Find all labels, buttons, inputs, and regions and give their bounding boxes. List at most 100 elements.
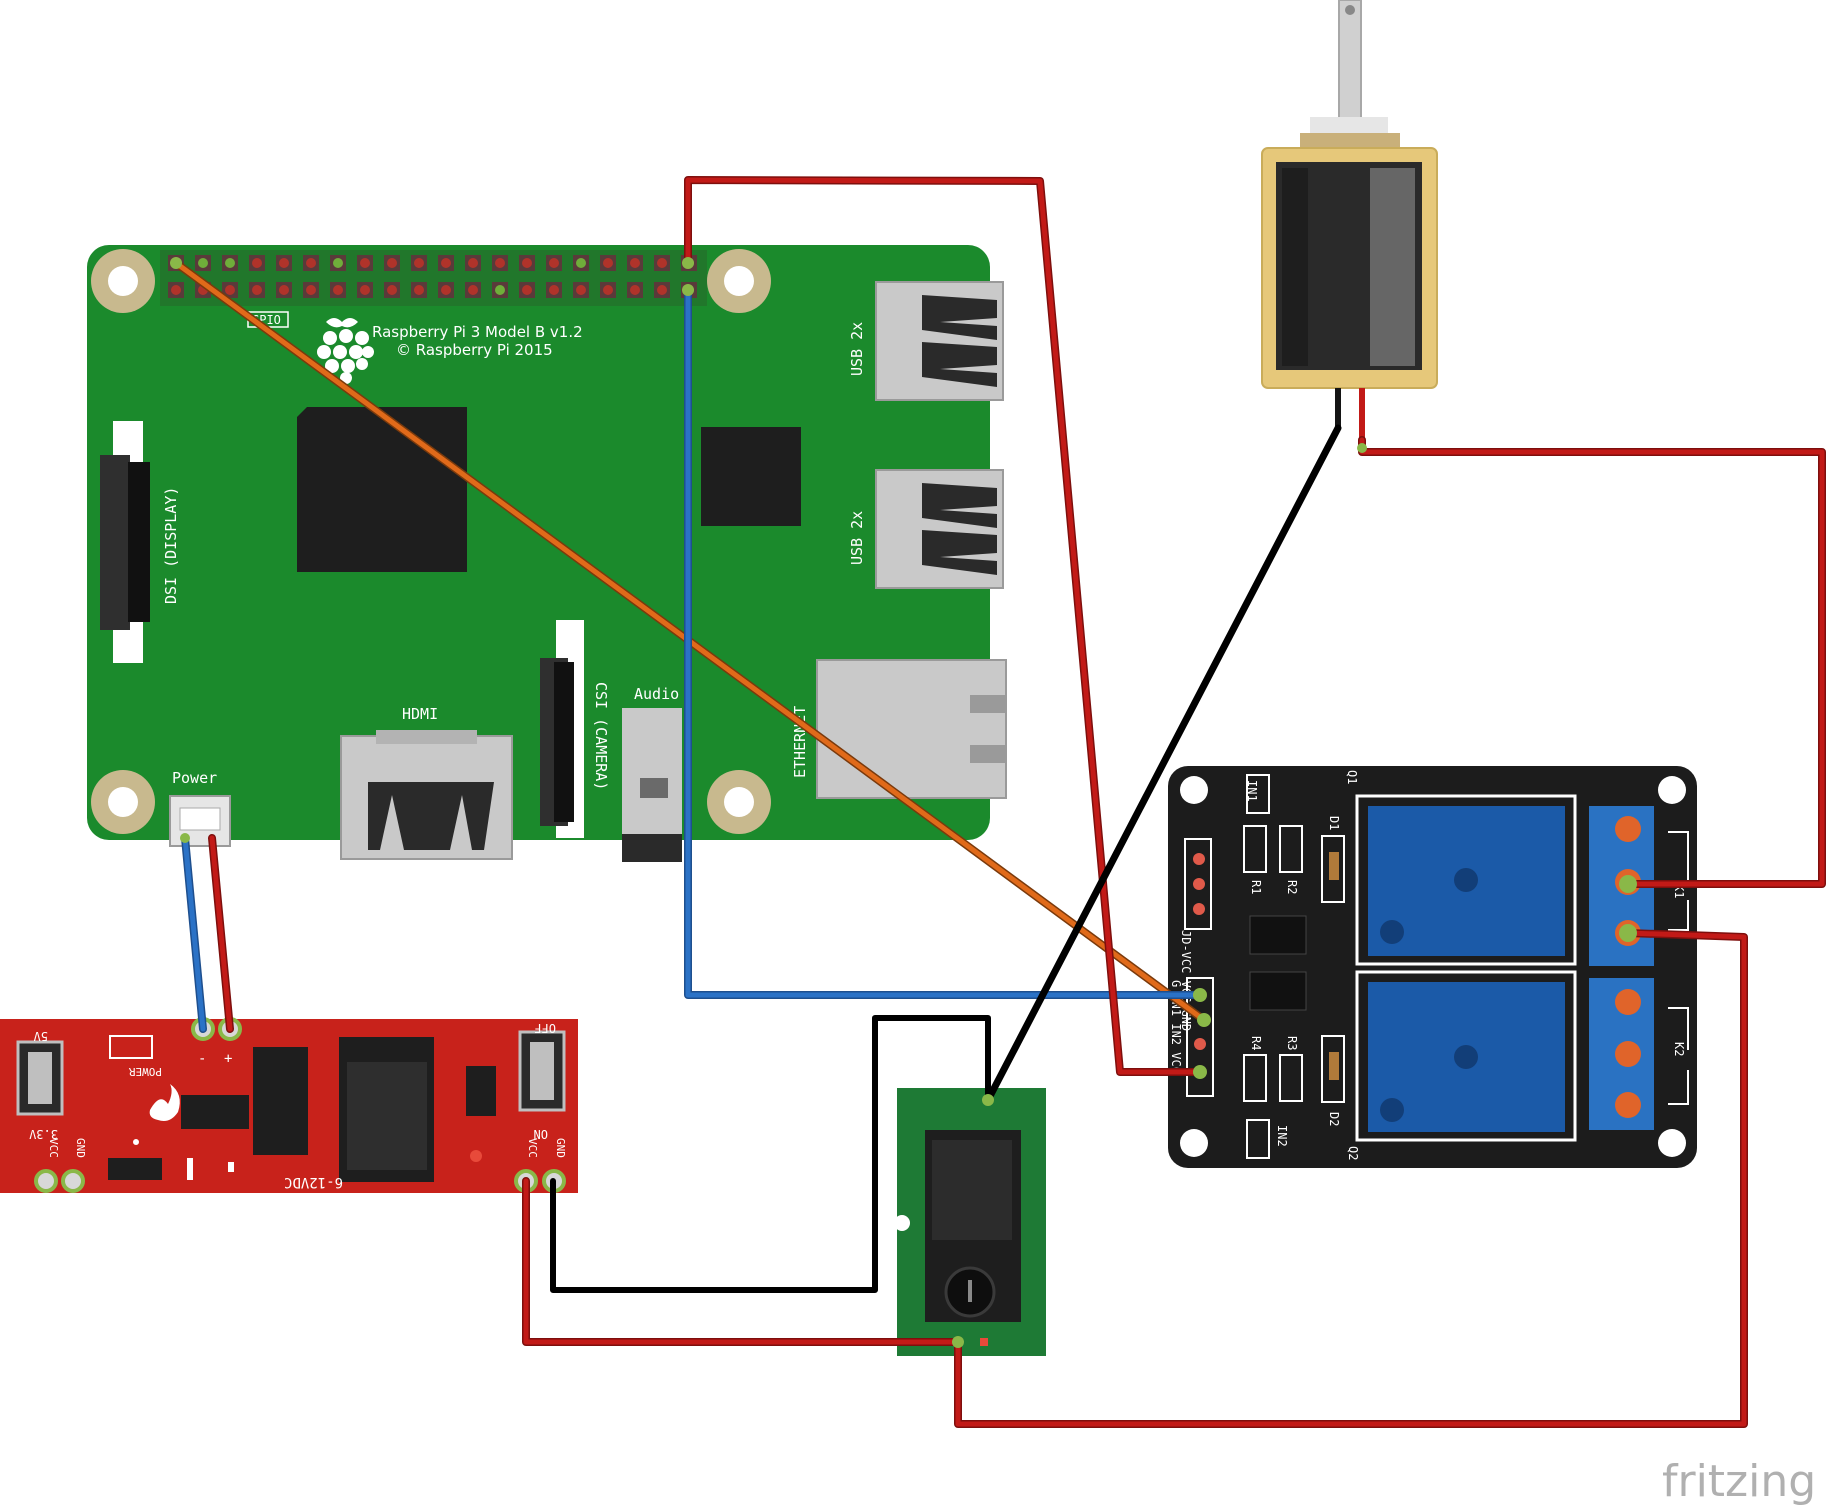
raspberry-logo-icon <box>317 318 374 384</box>
gpio-pin <box>603 258 613 268</box>
gpio-pin <box>225 258 235 268</box>
switch-off-label: OFF <box>534 1021 556 1035</box>
gpio-pin <box>468 285 478 295</box>
gpio-pin <box>495 258 505 268</box>
solenoid <box>1261 0 1438 440</box>
dc-jack-board <box>894 1088 1046 1356</box>
pi-copyright: © Raspberry Pi 2015 <box>396 341 553 359</box>
gpio-pin <box>657 285 667 295</box>
optocoupler-2 <box>1249 971 1307 1011</box>
wires <box>172 176 1826 1428</box>
dsi-label: DSI (DISPLAY) <box>162 487 180 604</box>
gpio-pin <box>360 285 370 295</box>
gpio-pin <box>441 285 451 295</box>
raspberry-pi-board: GPIO Raspberry Pi 3 Model B v1.2 © Raspb… <box>87 245 1007 862</box>
wire-red-com <box>955 930 1747 1427</box>
wire-red-outline-4 <box>522 1177 962 1346</box>
csi-connector <box>540 620 584 838</box>
gpio-pin <box>252 258 262 268</box>
relay-power-header <box>1184 838 1212 930</box>
wire-red-vcc <box>685 177 1203 1075</box>
gpio-pin <box>360 258 370 268</box>
wire-black-solenoid <box>984 424 1342 1104</box>
hdmi-port <box>340 730 513 860</box>
plus-label: + <box>224 1051 232 1067</box>
usb-top-label: USB 2x <box>848 322 866 376</box>
gpio-pin <box>657 258 667 268</box>
gpio-pin <box>468 258 478 268</box>
power-led-label: POWER <box>129 1065 162 1078</box>
relay-d1-label: D1 <box>1327 816 1341 830</box>
relay-q2-label: Q2 <box>1346 1146 1360 1160</box>
gpio-pin <box>252 285 262 295</box>
terminal-block-k2 <box>1589 978 1654 1130</box>
relay-k2-label: K2 <box>1672 1042 1686 1056</box>
switch-3v3-label: 3.3V <box>29 1127 58 1141</box>
hdmi-label: HDMI <box>402 705 438 723</box>
vcc-left-label: VCC <box>47 1138 60 1158</box>
gpio-pin <box>387 258 397 268</box>
micro-usb-power-port <box>169 795 231 847</box>
pi-power-label: Power <box>172 769 217 787</box>
gpio-pin <box>441 258 451 268</box>
csi-label: CSI (CAMERA) <box>592 682 610 790</box>
gpio-pin <box>306 258 316 268</box>
usb-port-bottom <box>875 469 1004 589</box>
relay-r1-label: R1 <box>1249 880 1263 894</box>
wire-blue-ground <box>685 287 1203 998</box>
gpio-pin <box>522 285 532 295</box>
switch-5v-label: 5V <box>34 1029 48 1043</box>
relay-module: JD-VCC VCC GND G IN1 IN2 VCC IN1 IN2 Q1 … <box>1168 766 1697 1168</box>
gnd-left-label: GND <box>74 1138 87 1158</box>
relay-input-header <box>1186 977 1214 1097</box>
gpio-pin <box>387 285 397 295</box>
usb-port-top <box>875 281 1004 401</box>
optocoupler-1 <box>1249 915 1307 955</box>
solenoid-plunger <box>1338 0 1362 119</box>
gpio-pin <box>603 285 613 295</box>
gpio-pin <box>576 258 586 268</box>
gpio-header <box>160 250 707 306</box>
gnd-right-label: GND <box>554 1138 567 1158</box>
vcc-right-label: VCC <box>526 1138 539 1158</box>
sparkfun-flame-icon <box>149 1084 180 1121</box>
relay-in2-label: IN2 <box>1275 1125 1289 1147</box>
gpio-pin <box>576 285 586 295</box>
gpio-pin <box>198 258 208 268</box>
gpio-pin <box>414 258 424 268</box>
pi-title: Raspberry Pi 3 Model B v1.2 <box>372 323 583 341</box>
usb-bottom-label: USB 2x <box>848 511 866 565</box>
dsi-connector <box>100 421 150 663</box>
power-module: 5V 3.3V POWER 6-12VDC OFF ON VCC GND VCC… <box>0 1017 578 1193</box>
wire-black-gnd <box>550 1015 991 1293</box>
gpio-pin <box>495 285 505 295</box>
ethernet-port <box>816 659 1007 799</box>
gpio-pin <box>549 285 559 295</box>
fritzing-watermark: fritzing <box>1662 1456 1816 1506</box>
audio-label: Audio <box>634 685 679 703</box>
relay-d2-label: D2 <box>1327 1112 1341 1126</box>
wire-red-supply <box>523 1178 961 1345</box>
soc-chip <box>297 407 467 572</box>
relay-mounting-holes <box>1180 776 1686 1157</box>
usb-controller-chip <box>701 427 801 526</box>
pi-mounting-holes <box>91 249 771 834</box>
wire-blue-pi-power <box>182 835 206 1032</box>
gpio-pin <box>279 285 289 295</box>
gpio-pin <box>414 285 424 295</box>
gpio-pin <box>171 285 181 295</box>
relay-q1-label: Q1 <box>1345 770 1359 784</box>
power-input-label: 6-12VDC <box>284 1174 343 1190</box>
gpio-pin <box>333 258 343 268</box>
wire-red-pi-power <box>209 835 233 1032</box>
relay-r4-label: R4 <box>1249 1036 1263 1050</box>
gpio-pin <box>279 258 289 268</box>
minus-label: - <box>198 1051 206 1067</box>
relay-r2-label: R2 <box>1285 880 1299 894</box>
gpio-pin <box>549 258 559 268</box>
gpio-pin <box>630 258 640 268</box>
relay-r3-label: R3 <box>1285 1036 1299 1050</box>
gpio-pin <box>306 285 316 295</box>
gpio-pin <box>333 285 343 295</box>
